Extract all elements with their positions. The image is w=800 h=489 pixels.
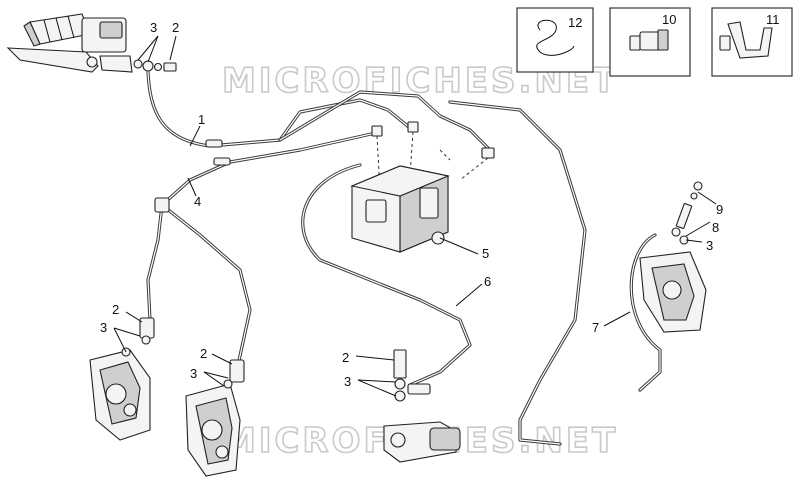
front-master-cylinder bbox=[6, 13, 133, 73]
rear-caliper bbox=[639, 181, 707, 333]
abs-port-b bbox=[407, 121, 419, 133]
callout-3-left: 3 bbox=[100, 320, 107, 335]
callout-8: 8 bbox=[712, 220, 719, 235]
hose-1-ferrule bbox=[205, 139, 223, 148]
callout-1: 1 bbox=[198, 112, 205, 127]
callout-5: 5 bbox=[482, 246, 489, 261]
callout-3-top: 3 bbox=[150, 20, 157, 35]
callout-10: 10 bbox=[662, 12, 676, 27]
callout-2-top: 2 bbox=[172, 20, 179, 35]
callout-3-rear: 3 bbox=[706, 238, 713, 253]
hose-4-right bbox=[160, 203, 252, 367]
callout-7: 7 bbox=[592, 320, 599, 335]
abs-port-a bbox=[371, 125, 383, 137]
callout-2-left: 2 bbox=[112, 302, 119, 317]
front-right-caliper bbox=[185, 359, 245, 477]
inset-clamp-10 bbox=[609, 7, 691, 77]
hose-rear-loop bbox=[448, 100, 587, 446]
abs-port-c bbox=[481, 147, 495, 159]
callout-4: 4 bbox=[194, 194, 201, 209]
callout-9: 9 bbox=[716, 202, 723, 217]
callout-2-right: 2 bbox=[200, 346, 207, 361]
inset-clamp-11 bbox=[711, 7, 793, 77]
callout-3-right: 3 bbox=[190, 366, 197, 381]
callout-2-rear-master: 2 bbox=[342, 350, 349, 365]
callout-11: 11 bbox=[766, 12, 780, 27]
hose-4-ferrule bbox=[213, 157, 231, 166]
rear-master-cylinder bbox=[383, 349, 461, 463]
callout-6: 6 bbox=[484, 274, 491, 289]
front-left-caliper bbox=[89, 317, 155, 441]
hose-splitter bbox=[154, 197, 170, 213]
abs-unit bbox=[350, 165, 450, 253]
inset-clip-12 bbox=[516, 7, 594, 73]
callout-3-rear-master: 3 bbox=[344, 374, 351, 389]
top-banjo-fitting bbox=[133, 59, 177, 72]
callout-12: 12 bbox=[568, 15, 582, 30]
